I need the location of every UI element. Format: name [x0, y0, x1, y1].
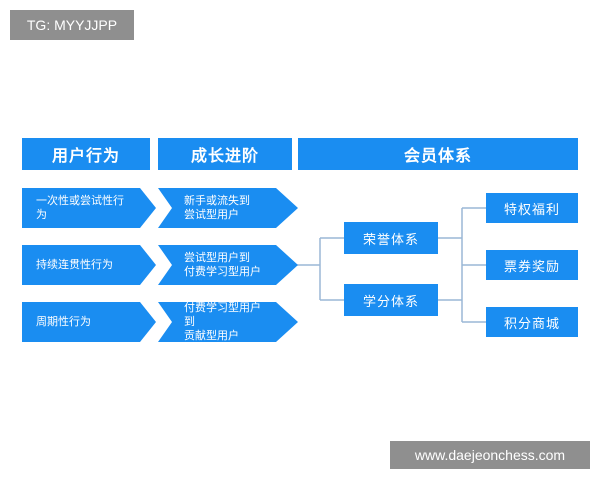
header-user-behavior: 用户行为 — [22, 138, 150, 170]
stage-1-line-1: 新手或流失到 — [184, 194, 250, 207]
reward-points-mall: 积分商城 — [486, 307, 578, 337]
stage-arrow-2: 尝试型用户到 付费学习型用户 — [158, 245, 298, 285]
behavior-label-1: 一次性或尝试性行为 — [36, 194, 124, 221]
behavior-arrow-1: 一次性或尝试性行为 — [22, 188, 156, 228]
behavior-label-3: 周期性行为 — [36, 315, 91, 328]
stage-2-line-2: 付费学习型用户 — [184, 265, 261, 278]
behavior-label-2: 持续连贯性行为 — [36, 258, 113, 271]
stage-1-line-2: 尝试型用户 — [184, 208, 239, 221]
watermark-tag-top: TG: MYYJJPP — [10, 10, 134, 40]
stage-3-line-2: 贡献型用户 — [184, 329, 239, 342]
watermark-url-bottom: www.daejeonchess.com — [390, 441, 590, 469]
stage-3-line-1: 付费学习型用户到 — [184, 301, 261, 328]
stage-2-line-1: 尝试型用户到 — [184, 251, 250, 264]
header-membership-system: 会员体系 — [298, 138, 578, 170]
reward-privilege: 特权福利 — [486, 193, 578, 223]
stage-arrow-3: 付费学习型用户到 贡献型用户 — [158, 302, 298, 342]
behavior-arrow-3: 周期性行为 — [22, 302, 156, 342]
header-growth-progression: 成长进阶 — [158, 138, 292, 170]
system-credit: 学分体系 — [344, 284, 438, 316]
stage-arrow-1: 新手或流失到 尝试型用户 — [158, 188, 298, 228]
system-honor: 荣誉体系 — [344, 222, 438, 254]
behavior-arrow-2: 持续连贯性行为 — [22, 245, 156, 285]
reward-tickets: 票券奖励 — [486, 250, 578, 280]
